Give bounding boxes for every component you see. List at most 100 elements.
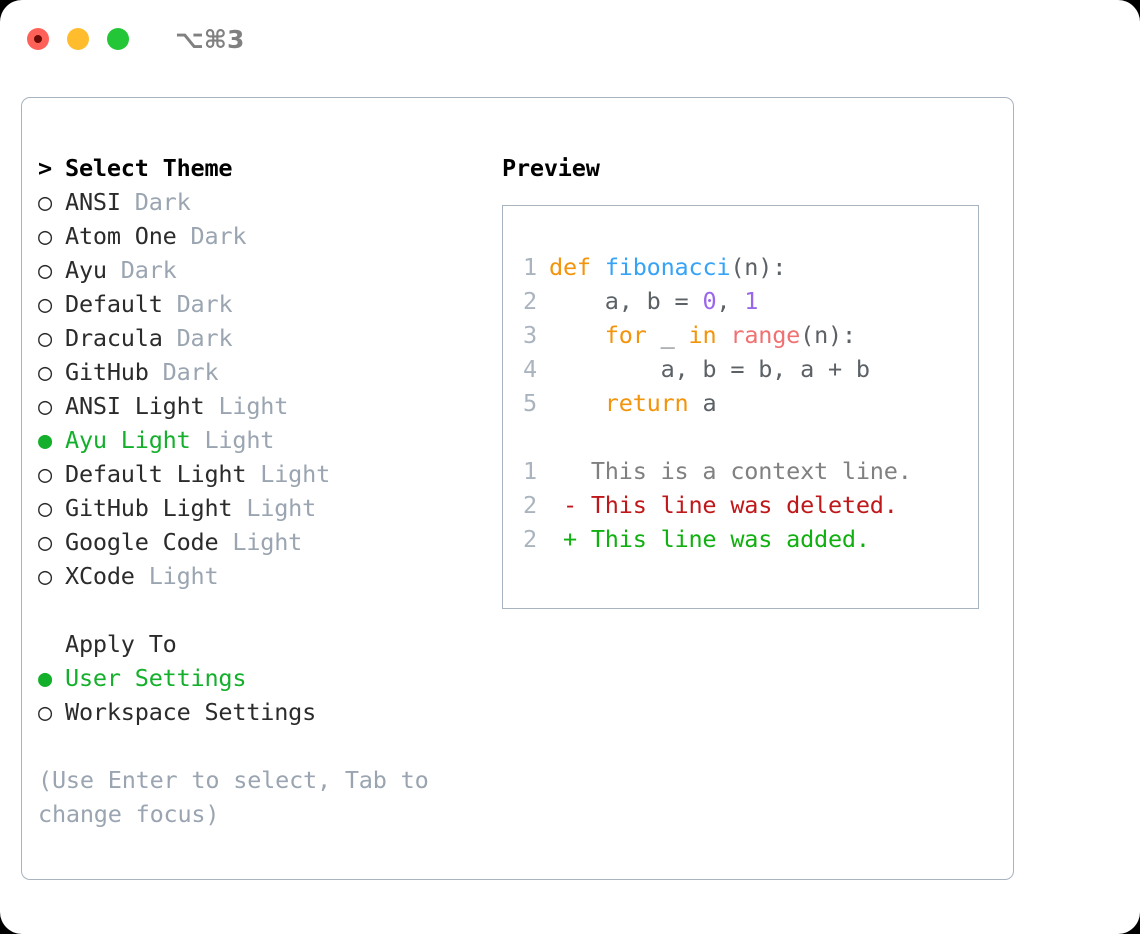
theme-name-label: Atom One	[65, 222, 191, 250]
code-token	[591, 253, 605, 281]
radio-unselected-icon: ○	[38, 528, 52, 556]
code-token: for	[604, 321, 647, 349]
code-token: return	[604, 389, 689, 417]
theme-variant-label: Light	[218, 392, 289, 420]
diff-text: + This line was added.	[549, 525, 870, 553]
theme-list-item[interactable]: ○XCode Light	[38, 559, 478, 593]
theme-variant-label: Dark	[176, 324, 233, 352]
code-token	[716, 321, 730, 349]
code-token	[549, 389, 605, 417]
diff-sample: 1 This is a context line.2 - This line w…	[523, 454, 978, 556]
theme-list-item[interactable]: ○ANSI Dark	[38, 185, 478, 219]
theme-variant-label: Light	[246, 494, 317, 522]
main-panel: >Select Theme ○ANSI Dark○Atom One Dark○A…	[21, 97, 1014, 880]
theme-selector-column: >Select Theme ○ANSI Dark○Atom One Dark○A…	[38, 151, 478, 831]
diff-line: 2 - This line was deleted.	[523, 488, 978, 522]
code-token: (n):	[730, 253, 787, 281]
theme-variant-label: Dark	[190, 222, 247, 250]
window-controls	[27, 28, 129, 50]
theme-list-item[interactable]: ○Default Light Light	[38, 457, 478, 491]
theme-name-label: XCode	[65, 562, 149, 590]
apply-to-label: User Settings	[65, 664, 247, 692]
theme-list-item[interactable]: ○Ayu Dark	[38, 253, 478, 287]
theme-name-label: Dracula	[65, 324, 177, 352]
radio-unselected-icon: ○	[38, 358, 52, 386]
theme-variant-label: Light	[204, 426, 275, 454]
theme-variant-label: Light	[148, 562, 219, 590]
theme-list-item[interactable]: ○ ANSI Light Light	[38, 389, 478, 423]
theme-list-item[interactable]: ○Atom One Dark	[38, 219, 478, 253]
theme-list-item[interactable]: ○ GitHub Light Light	[38, 491, 478, 525]
radio-unselected-icon: ○	[38, 188, 52, 216]
theme-list-item[interactable]: ● Ayu Light Light	[38, 423, 478, 457]
code-token: (n):	[800, 321, 856, 349]
radio-unselected-icon: ○	[38, 494, 52, 522]
diff-line: 2 + This line was added.	[523, 522, 978, 556]
code-token: a, b = b, a + b	[549, 355, 870, 383]
theme-name-label: Google Code	[65, 528, 233, 556]
code-token: _	[646, 321, 689, 349]
theme-name-label: Ayu	[65, 256, 121, 284]
title-bar: ⌥⌘3	[0, 0, 1140, 78]
theme-list-item[interactable]: ○GitHub Dark	[38, 355, 478, 389]
select-theme-header: > Select Theme	[38, 151, 478, 185]
select-theme-title: Select Theme	[65, 154, 233, 182]
code-token	[549, 321, 605, 349]
minimize-button-icon[interactable]	[67, 28, 89, 50]
theme-variant-label: Light	[260, 460, 331, 488]
diff-text: - This line was deleted.	[549, 491, 898, 519]
apply-to-header: Apply To	[38, 627, 478, 661]
line-number: 3	[523, 321, 537, 349]
theme-variant-label: Light	[232, 528, 303, 556]
line-number: 1	[523, 253, 537, 281]
theme-name-label: GitHub Light	[65, 494, 247, 522]
line-number: 2	[523, 491, 537, 519]
radio-unselected-icon: ○	[38, 324, 52, 352]
keyboard-shortcut-label: ⌥⌘3	[175, 24, 245, 54]
apply-to-item[interactable]: ○ Workspace Settings	[38, 695, 478, 729]
theme-variant-label: Dark	[162, 358, 219, 386]
theme-list-item[interactable]: ○ Google Code Light	[38, 525, 478, 559]
theme-name-label: Default Light	[65, 460, 261, 488]
code-token: ,	[716, 287, 745, 315]
code-token: 1	[744, 287, 759, 315]
diff-line: 1 This is a context line.	[523, 454, 978, 488]
line-number: 1	[523, 457, 537, 485]
radio-unselected-icon: ○	[38, 698, 52, 726]
close-button-icon[interactable]	[27, 28, 49, 50]
code-token: a	[688, 389, 717, 417]
theme-name-label: Ayu Light	[65, 426, 205, 454]
code-token: range	[730, 321, 801, 349]
code-line: 5 return a	[523, 386, 978, 420]
focus-caret-icon: >	[38, 154, 52, 182]
diff-text: This is a context line.	[549, 457, 912, 485]
close-inner-dot	[34, 35, 42, 43]
preview-title: Preview	[502, 154, 600, 182]
maximize-button-icon[interactable]	[107, 28, 129, 50]
radio-unselected-icon: ○	[38, 256, 52, 284]
radio-selected-icon: ●	[38, 426, 52, 454]
theme-name-label: ANSI	[65, 188, 135, 216]
code-token: a, b =	[549, 287, 703, 315]
apply-to-label: Workspace Settings	[65, 698, 317, 726]
radio-unselected-icon: ○	[38, 290, 52, 318]
code-token: fibonacci	[604, 253, 731, 281]
code-line: 4 a, b = b, a + b	[523, 352, 978, 386]
apply-to-title: Apply To	[65, 630, 177, 658]
theme-list-item[interactable]: ○ Dracula Dark	[38, 321, 478, 355]
theme-name-label: Default	[65, 290, 177, 318]
theme-list-item[interactable]: ○Default Dark	[38, 287, 478, 321]
apply-to-item[interactable]: ●User Settings	[38, 661, 478, 695]
line-number: 4	[523, 355, 537, 383]
line-number: 2	[523, 287, 537, 315]
radio-unselected-icon: ○	[38, 392, 52, 420]
theme-list: ○ANSI Dark○Atom One Dark○Ayu Dark○Defaul…	[38, 185, 478, 593]
theme-name-label: ANSI Light	[65, 392, 219, 420]
code-line: 3 for _ in range(n):	[523, 318, 978, 352]
code-token: 0	[702, 287, 717, 315]
